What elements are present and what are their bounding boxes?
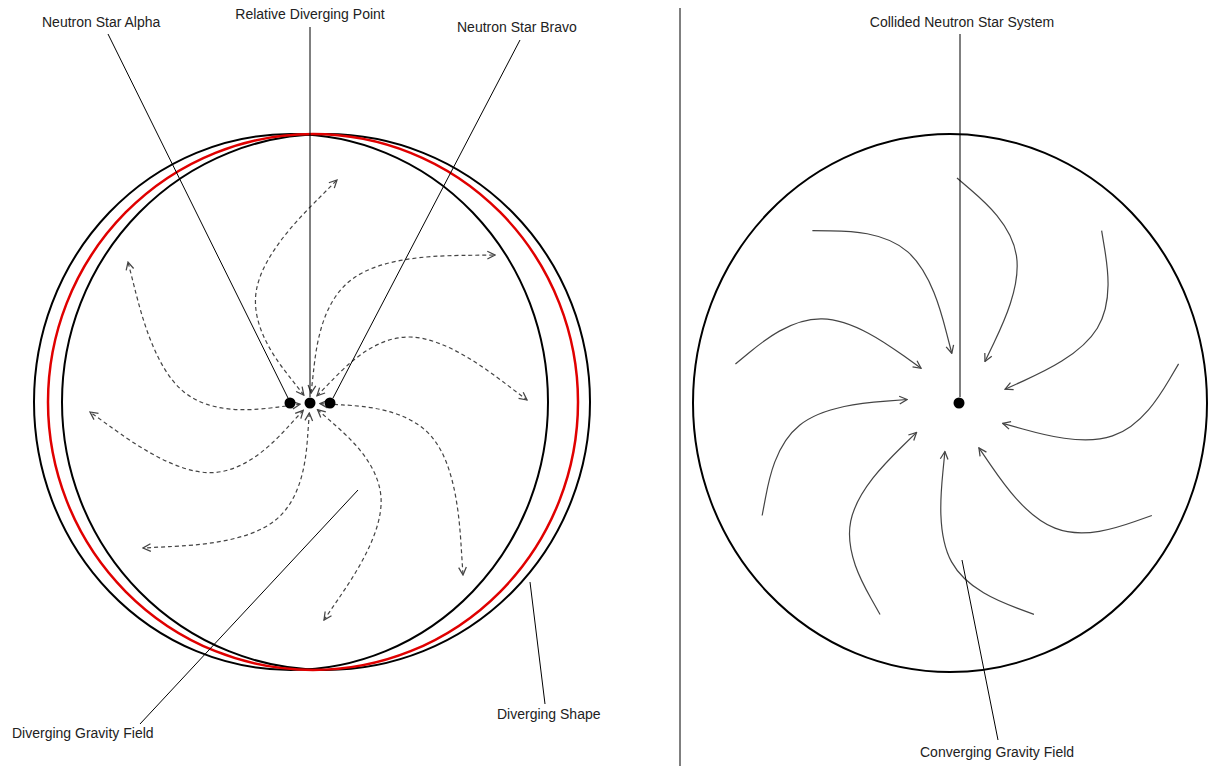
neutron-star-dot bbox=[285, 398, 296, 409]
leader-line bbox=[960, 34, 961, 397]
gravity-arrow bbox=[128, 262, 300, 410]
gravity-arrow bbox=[318, 410, 382, 620]
leader-line bbox=[333, 40, 520, 398]
gravity-arrow bbox=[255, 180, 337, 395]
diverging-shape-red bbox=[48, 134, 578, 670]
part-label: Collided Neutron Star System bbox=[868, 14, 1056, 30]
diverging-point-dot bbox=[305, 398, 316, 409]
leader-line bbox=[140, 490, 358, 724]
gravity-arrow bbox=[735, 319, 921, 368]
gravity-arrow bbox=[941, 452, 1034, 615]
gravity-arrow bbox=[762, 400, 907, 516]
gravity-arrow bbox=[320, 404, 463, 575]
part-label: Diverging Shape bbox=[495, 706, 603, 722]
part-label: Diverging Gravity Field bbox=[10, 725, 156, 741]
gravity-arrow bbox=[812, 231, 951, 354]
leader-line bbox=[530, 582, 545, 704]
gravity-arrow bbox=[143, 413, 309, 548]
gravity-arrow bbox=[1003, 364, 1179, 440]
collided-star-dot bbox=[954, 398, 965, 409]
gravity-arrow bbox=[979, 448, 1152, 533]
part-label: Relative Diverging Point bbox=[233, 6, 386, 22]
gravity-arrow bbox=[90, 410, 303, 472]
part-label: Neutron Star Alpha bbox=[40, 14, 162, 30]
gravity-arrow bbox=[957, 178, 1017, 362]
diverging-shape-outline bbox=[34, 134, 548, 670]
gravity-arrow bbox=[1005, 231, 1108, 390]
leader-lines bbox=[108, 27, 998, 740]
leader-line bbox=[310, 27, 311, 397]
diverging-shape-outline bbox=[62, 134, 590, 670]
leader-line bbox=[108, 34, 288, 398]
gravity-arrow bbox=[311, 255, 495, 393]
system-outline bbox=[693, 134, 1207, 672]
neutron-star-dot bbox=[325, 398, 336, 409]
part-label: Converging Gravity Field bbox=[918, 744, 1076, 760]
leader-line bbox=[962, 560, 998, 740]
gravity-arrow bbox=[849, 432, 916, 614]
part-label: Neutron Star Bravo bbox=[455, 19, 579, 35]
panel-divider bbox=[680, 8, 681, 766]
diverging-arrows bbox=[90, 180, 527, 620]
converging-arrows bbox=[735, 178, 1178, 614]
